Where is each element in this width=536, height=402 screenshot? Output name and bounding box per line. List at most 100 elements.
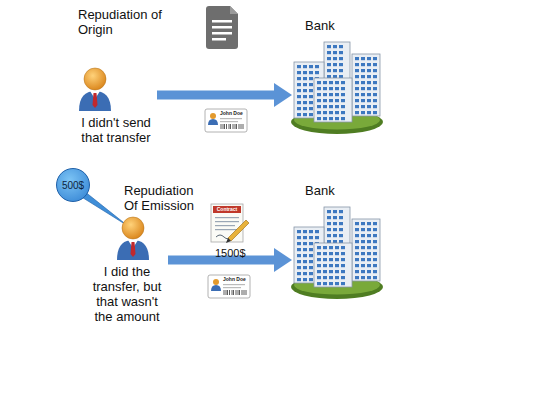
document-line: [212, 20, 232, 23]
tower-window: [355, 87, 359, 90]
tower-window: [309, 236, 313, 239]
tower-window: [323, 81, 327, 84]
tower-window: [355, 270, 359, 273]
bank-tower: [352, 219, 380, 281]
tower-window: [339, 228, 343, 231]
tower-window: [341, 282, 345, 285]
contract-line: [215, 229, 237, 230]
tower-window: [373, 252, 377, 255]
tower-window: [333, 51, 337, 54]
document-line: [212, 26, 232, 29]
card-body: [205, 109, 247, 132]
person-actor: I did the transfer, but that wasn't the …: [86, 214, 168, 332]
scenario-title: Repudiation of Origin: [78, 8, 163, 38]
tower-window: [373, 258, 377, 261]
tower-window: [323, 252, 327, 255]
document-icon: [206, 6, 238, 49]
pen-tip: [226, 238, 231, 243]
tower-window: [333, 222, 337, 225]
document-page: [206, 6, 238, 49]
tower-window: [339, 234, 343, 237]
tower-window: [323, 276, 327, 279]
tower-window: [367, 57, 371, 60]
tower-window: [361, 63, 365, 66]
person-tie: [131, 242, 136, 257]
person-head: [84, 68, 106, 90]
tower-window: [297, 248, 301, 251]
tower-window: [309, 65, 313, 68]
tower-window: [333, 69, 337, 72]
tower-window: [335, 105, 339, 108]
tower-window: [361, 258, 365, 261]
tower-window: [341, 99, 345, 102]
tower-window: [335, 87, 339, 90]
tower-window: [355, 81, 359, 84]
tower-window: [335, 282, 339, 285]
tower-window: [297, 272, 301, 275]
tower-window: [327, 45, 331, 48]
tower-window: [367, 81, 371, 84]
tower-window: [297, 236, 301, 239]
tower-window: [367, 105, 371, 108]
tower-window: [303, 278, 307, 281]
card-head: [210, 113, 216, 119]
contract-line: [215, 217, 239, 218]
tower-window: [373, 264, 377, 267]
tower-window: [335, 81, 339, 84]
tower-window: [361, 240, 365, 243]
tower-window: [367, 63, 371, 66]
tower-window: [361, 252, 365, 255]
tower-window: [339, 63, 343, 66]
tower-window: [341, 270, 345, 273]
tower-window: [335, 246, 339, 249]
tower-window: [373, 276, 377, 279]
tower-window: [327, 222, 331, 225]
tower-window: [335, 252, 339, 255]
tower-window: [367, 264, 371, 267]
tower-window: [327, 228, 331, 231]
tower-window: [323, 282, 327, 285]
tower-window: [361, 81, 365, 84]
node-heading: Bank: [305, 183, 335, 198]
tower-window: [317, 117, 321, 120]
tower-window: [373, 81, 377, 84]
tower-window: [367, 99, 371, 102]
tower-window: [317, 252, 321, 255]
tower-window: [355, 105, 359, 108]
card-person: [208, 119, 218, 125]
tower-window: [361, 234, 365, 237]
tower-window: [373, 93, 377, 96]
tower-window: [297, 266, 301, 269]
tower-window: [373, 240, 377, 243]
tower-window: [317, 246, 321, 249]
tower-window: [303, 236, 307, 239]
tower-window: [297, 242, 301, 245]
tower-window: [327, 216, 331, 219]
tower-window: [323, 270, 327, 273]
tower-window: [329, 99, 333, 102]
tower-window: [333, 216, 337, 219]
tower-window: [367, 240, 371, 243]
bank-building: Bank: [290, 183, 385, 303]
tower-window: [329, 282, 333, 285]
tower-window: [323, 258, 327, 261]
card-line: [220, 121, 238, 122]
tower-wall: [352, 54, 380, 116]
tower-window: [373, 222, 377, 225]
document-fold: [230, 6, 238, 14]
tower-window: [361, 57, 365, 60]
bank-icon: [290, 205, 385, 300]
tower-window: [297, 101, 301, 104]
tower-window: [317, 276, 321, 279]
tower-window: [317, 264, 321, 267]
tower-window: [309, 95, 313, 98]
tower-window: [329, 258, 333, 261]
tower-window: [355, 75, 359, 78]
tower-window: [309, 260, 313, 263]
tower-window: [373, 63, 377, 66]
tower-window: [373, 87, 377, 90]
tower-window: [303, 266, 307, 269]
tower-window: [329, 105, 333, 108]
tower-window: [317, 270, 321, 273]
